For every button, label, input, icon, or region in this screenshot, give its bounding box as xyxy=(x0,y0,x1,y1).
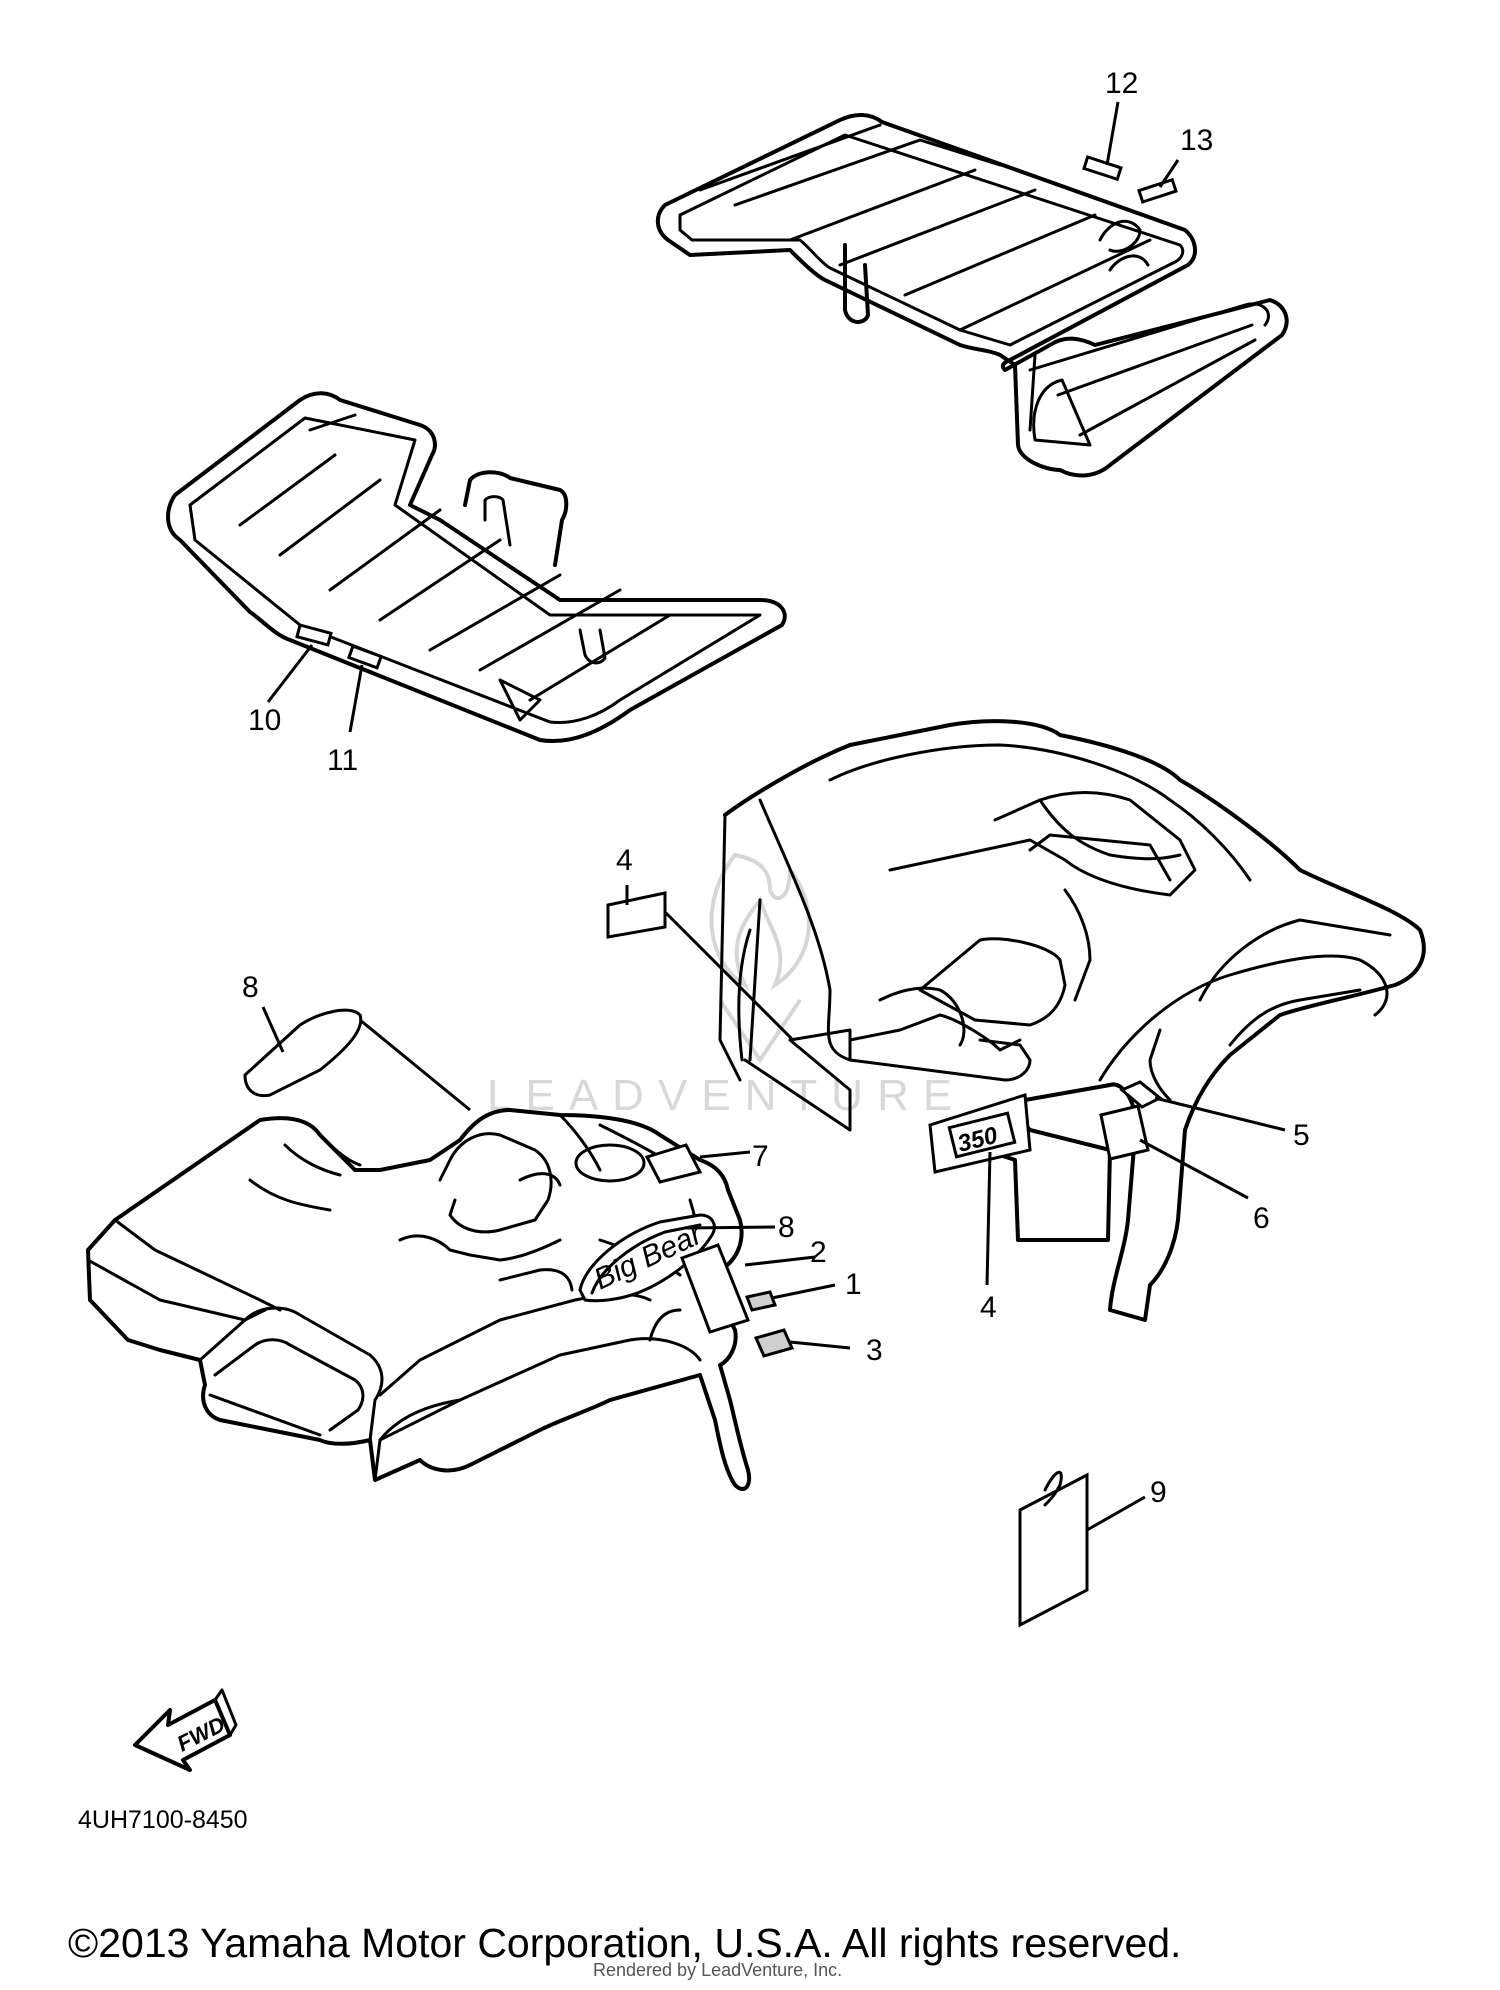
diagram-part-number: 4UH7100-8450 xyxy=(78,1806,248,1834)
fwd-arrow: FWD xyxy=(133,1688,238,1772)
rendered-by-notice: Rendered by LeadVenture, Inc. xyxy=(593,1960,843,1980)
front-fender xyxy=(86,1108,752,1491)
decal-13 xyxy=(1137,177,1178,204)
decal-350: 350 xyxy=(928,1093,1032,1174)
callout-7: 7 xyxy=(752,1140,769,1173)
callout-3: 3 xyxy=(866,1334,883,1367)
rear-carrier xyxy=(655,113,1289,478)
callout-1: 1 xyxy=(845,1268,862,1301)
callout-9: 9 xyxy=(1150,1476,1167,1509)
decal-1 xyxy=(744,1290,778,1312)
decal-2 xyxy=(680,1243,750,1334)
rear-fender xyxy=(718,719,1426,1322)
decal-12 xyxy=(1082,155,1123,182)
callout-10: 10 xyxy=(248,704,281,737)
callout-12: 12 xyxy=(1105,67,1138,100)
watermark-text: LEADVENTURE xyxy=(487,1071,966,1120)
tag-9-string xyxy=(1043,1471,1063,1507)
decal-5 xyxy=(1119,1080,1163,1109)
callout-8-left: 8 xyxy=(242,971,259,1004)
front-carrier xyxy=(166,391,787,743)
callout-8-right: 8 xyxy=(778,1211,795,1244)
callout-6: 6 xyxy=(1253,1202,1270,1235)
decal-8-top xyxy=(243,1008,363,1098)
copyright-notice: ©2013 Yamaha Motor Corporation, U.S.A. A… xyxy=(68,1920,1182,1966)
decal-10 xyxy=(295,623,333,647)
callout-13: 13 xyxy=(1180,124,1213,157)
callout-2: 2 xyxy=(810,1236,827,1269)
callout-4-bottom: 4 xyxy=(980,1291,997,1324)
decal-4-rear-top xyxy=(606,891,667,939)
decal-6 xyxy=(1099,1104,1150,1161)
tag-9 xyxy=(1018,1472,1089,1628)
leadventure-watermark: LEADVENTURE xyxy=(487,852,966,1120)
decal-7 xyxy=(644,1143,703,1184)
callouts: 12 13 10 11 4 8 7 8 2 1 3 4 5 6 9 xyxy=(242,67,1310,1509)
callout-11: 11 xyxy=(327,744,358,777)
decal-11 xyxy=(346,644,384,670)
leader-lines xyxy=(261,101,1286,1532)
decal-3 xyxy=(753,1328,795,1358)
callout-5: 5 xyxy=(1293,1119,1310,1152)
callout-4-top: 4 xyxy=(616,844,633,877)
